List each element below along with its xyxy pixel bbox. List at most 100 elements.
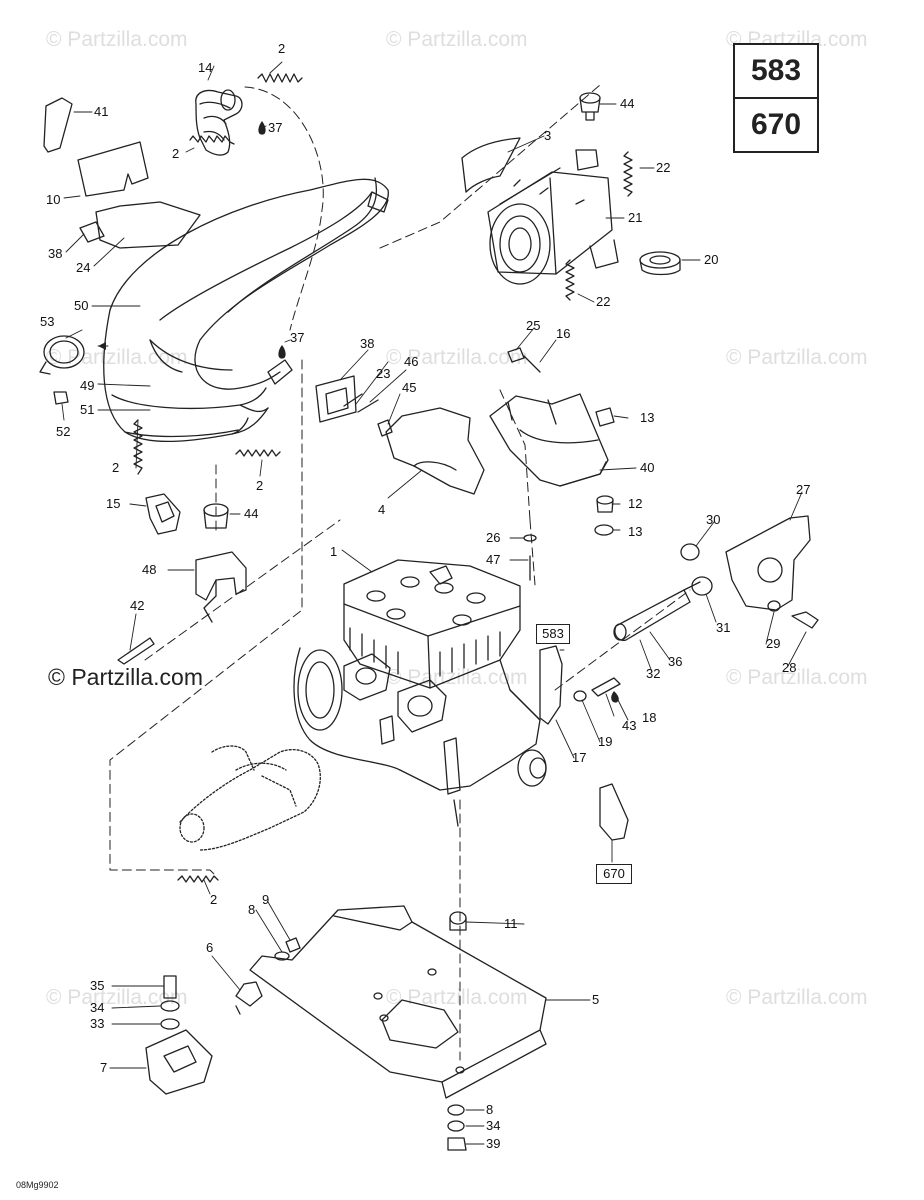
engine-block	[293, 559, 547, 827]
callout: 52	[56, 424, 70, 439]
callout: 24	[76, 260, 90, 275]
callout: 47	[486, 552, 500, 567]
watermark: © Partzilla.com	[726, 346, 868, 369]
watermark: © Partzilla.com	[46, 986, 188, 1009]
model-number-box: 583 670	[733, 43, 819, 153]
callout: 33	[90, 1016, 104, 1031]
callout: 4	[378, 502, 385, 517]
callout: 5	[592, 992, 599, 1007]
callout: 17	[572, 750, 586, 765]
pipe-support	[117, 493, 247, 665]
tuned-pipe-assembly	[103, 177, 389, 443]
variant-tag-670: 670	[596, 864, 632, 884]
callout: 37	[268, 120, 282, 135]
callout: 30	[706, 512, 720, 527]
callout: 23	[376, 366, 390, 381]
callout: 9	[262, 892, 269, 907]
callout: 36	[668, 654, 682, 669]
callout: 50	[74, 298, 88, 313]
muffler-mounts	[579, 92, 681, 276]
callout: 41	[94, 104, 108, 119]
callout: 2	[278, 41, 285, 56]
engine-mount-left	[145, 975, 467, 1151]
watermark: © Partzilla.com	[46, 346, 188, 369]
callout: 19	[598, 734, 612, 749]
callout: 34	[486, 1118, 500, 1133]
sealant-drop	[278, 345, 286, 359]
callout: 29	[766, 636, 780, 651]
callout: 25	[526, 318, 540, 333]
callout: 7	[100, 1060, 107, 1075]
callout: 2	[256, 478, 263, 493]
heat-shields	[43, 97, 201, 249]
arrow-icon	[98, 342, 106, 350]
callout: 34	[90, 1000, 104, 1015]
callout: 27	[796, 482, 810, 497]
model-number-bottom: 670	[750, 108, 802, 141]
callout: 18	[642, 710, 656, 725]
callout: 49	[80, 378, 94, 393]
watermark: © Partzilla.com	[46, 28, 188, 51]
callout: 53	[40, 314, 54, 329]
leader-lines	[61, 61, 807, 1145]
model-number-top: 583	[735, 45, 817, 99]
callout: 31	[716, 620, 730, 635]
callout: 21	[628, 210, 642, 225]
muffler	[487, 149, 619, 285]
callout: 44	[620, 96, 634, 111]
callout: 22	[596, 294, 610, 309]
callout: 12	[628, 496, 642, 511]
engine-brackets	[539, 645, 629, 841]
callout: 16	[556, 326, 570, 341]
callout-numbers: 2 41 14 37 2 10 38 24 50 53 49 51 52 2 2…	[40, 41, 810, 1151]
muffler-gasket	[461, 137, 521, 193]
assembly-dashed-lines	[109, 84, 691, 1061]
callout: 42	[130, 598, 144, 613]
springs	[133, 73, 633, 883]
callout: 20	[704, 252, 718, 267]
variant-tag-583: 583	[536, 624, 570, 644]
callout: 26	[486, 530, 500, 545]
callout: 48	[142, 562, 156, 577]
diagram-code: 08Mg9902	[16, 1180, 59, 1190]
watermark: © Partzilla.com	[726, 986, 868, 1009]
callout: 3	[544, 128, 551, 143]
exhaust-hose	[195, 89, 243, 156]
clamp-and-nut	[39, 335, 85, 405]
engine-heat-shields	[385, 393, 609, 495]
callout: 22	[656, 160, 670, 175]
engine-support-frame	[235, 905, 547, 1099]
callout: 13	[640, 410, 654, 425]
callout: 35	[90, 978, 104, 993]
watermark: © Partzilla.com	[386, 986, 528, 1009]
callout: 1	[330, 544, 337, 559]
callout: 38	[48, 246, 62, 261]
callout: 40	[640, 460, 654, 475]
callout: 11	[504, 916, 518, 931]
callout: 14	[198, 60, 212, 75]
callout: 44	[244, 506, 258, 521]
callout: 51	[80, 402, 94, 417]
callout: 6	[206, 940, 213, 955]
callout: 10	[46, 192, 60, 207]
engine-mount-right	[613, 515, 819, 642]
watermark: © Partzilla.com	[726, 666, 868, 689]
watermark: © Partzilla.com	[386, 28, 528, 51]
callout: 15	[106, 496, 120, 511]
callout: 39	[486, 1136, 500, 1151]
callout: 32	[646, 666, 660, 681]
callout: 46	[404, 354, 418, 369]
watermark: © Partzilla.com	[386, 346, 528, 369]
callout: 28	[782, 660, 796, 675]
callout: 2	[112, 460, 119, 475]
callout: 13	[628, 524, 642, 539]
callout: 8	[248, 902, 255, 917]
watermark-primary: © Partzilla.com	[48, 664, 203, 690]
callout: 38	[360, 336, 374, 351]
callout: 37	[290, 330, 304, 345]
engine-rubber-parts	[315, 375, 393, 437]
callout: 2	[210, 892, 217, 907]
callout: 43	[622, 718, 636, 733]
